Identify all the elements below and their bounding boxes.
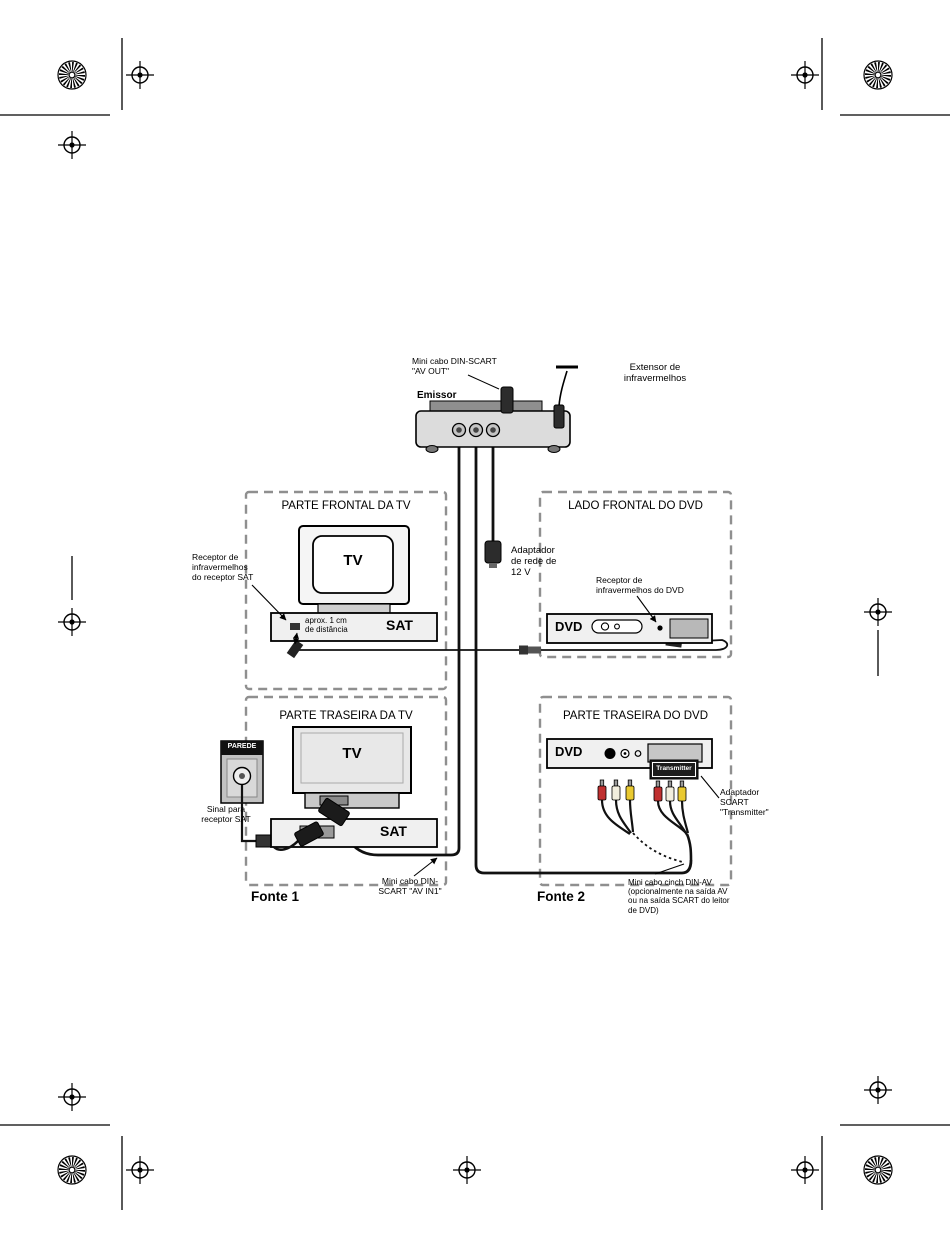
- frame-title-dvd-front: LADO FRONTAL DO DVD: [568, 500, 703, 512]
- dvd-rear-label: DVD: [555, 744, 583, 759]
- tv-front: [298, 525, 410, 614]
- source-1-label: Fonte 1: [251, 889, 300, 904]
- label-sat-ir-receiver: Receptor de infravermelhos do receptor S…: [192, 552, 254, 582]
- frame-title-tv-rear: PARTE TRASEIRA DA TV: [279, 710, 413, 722]
- scart-plug-tv-icon: [318, 797, 350, 827]
- label-ir-extender: Extensor de infravermelhos: [623, 362, 687, 384]
- label-av-in1-cable: Mini cabo DIN- SCART "AV IN1": [378, 876, 442, 896]
- frame-title-dvd-rear: PARTE TRASEIRA DO DVD: [562, 710, 709, 722]
- optional-cable-dotted: [632, 832, 684, 863]
- rca-plugs-right: [653, 780, 687, 802]
- label-wall-signal: Sinal para receptor SAT: [201, 804, 251, 824]
- dashed-frames: [244, 490, 733, 887]
- power-adapter-plug: [484, 540, 502, 568]
- scart-plug-sat-icon: [294, 821, 324, 847]
- ir-extender-wire: [286, 365, 729, 659]
- ir-plug-icon: [553, 404, 565, 429]
- frame-title-tv-front: PARTE FRONTAL DA TV: [281, 500, 411, 512]
- label-approx-distance: aprox. 1 cm de distância: [305, 616, 348, 635]
- dvd-front-label: DVD: [555, 619, 583, 634]
- antenna-plug-icon: [255, 834, 272, 848]
- sat-front-label: SAT: [386, 617, 413, 633]
- wall-outlet-label: PAREDE: [227, 743, 257, 750]
- crop-marks-icon: [0, 38, 950, 1210]
- emitter-device: [415, 386, 571, 453]
- rca-plugs-left: [597, 779, 635, 801]
- rca-cables-right: [656, 800, 693, 861]
- tv-rear-label: TV: [342, 745, 362, 762]
- sat-rear-label: SAT: [380, 823, 407, 839]
- label-dvd-ir-receiver: Receptor de infravermelhos do DVD: [596, 575, 684, 595]
- av-out-plug-icon: [500, 386, 514, 414]
- rca-cables-left: [600, 799, 635, 835]
- transmitter-adapter-label: Transmitter: [656, 765, 692, 772]
- transmitter-adapter: [649, 759, 699, 780]
- label-cinch-cable: Mini cabo cinch DIN-AV (opcionalmente na…: [628, 878, 730, 915]
- label-av-out-cable: Mini cabo DIN-SCART "AV OUT": [412, 356, 497, 376]
- source-2-label: Fonte 2: [537, 889, 586, 904]
- tv-front-label: TV: [343, 552, 363, 569]
- dvd-ir-window-icon: [657, 625, 663, 631]
- dvd-player-front: [546, 613, 713, 644]
- emitter-label: Emissor: [417, 390, 457, 401]
- sat-ir-window-icon: [290, 623, 300, 630]
- label-power-adapter: Adaptador de rede de 12 V: [511, 545, 557, 578]
- label-scart-transmitter-adapter: Adaptador SCART "Transmitter": [720, 787, 769, 817]
- tv-rear: [292, 726, 412, 809]
